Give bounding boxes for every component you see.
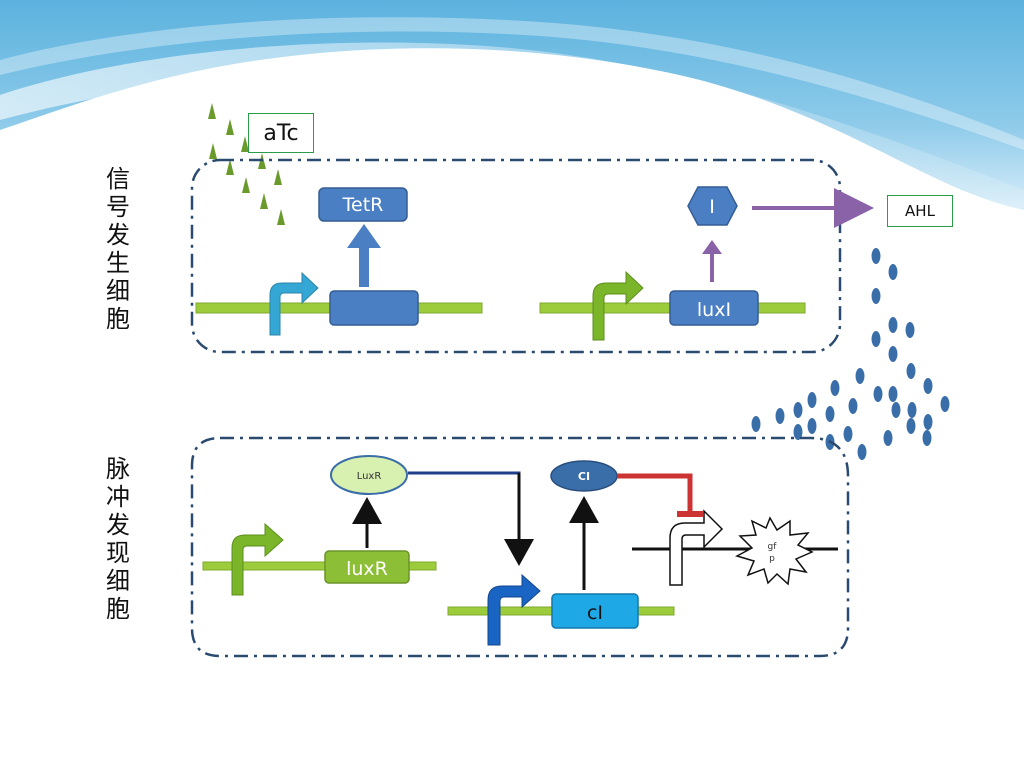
tetr-construct: TetR: [195, 187, 483, 336]
gfp-label-line1: gf: [768, 542, 778, 552]
ahl-molecule-icon: [888, 317, 898, 333]
ahl-molecule-icon: [871, 288, 881, 304]
sender-cell-label: 信号发生细胞: [106, 165, 130, 333]
atc-molecule-icon: [226, 159, 234, 175]
background-wave: [0, 0, 1024, 215]
ahl-molecule-icon: [830, 380, 840, 396]
luxr-gene-box: [324, 550, 410, 584]
atc-molecule-icon: [226, 119, 234, 135]
ahl-molecule-icon: [906, 363, 916, 379]
luxi-gene-box: [669, 290, 759, 326]
ahl-molecule-icon: [775, 408, 785, 424]
gfp-construct: gf p: [632, 509, 838, 586]
atc-molecule-icon: [208, 103, 216, 119]
ahl-molecule-icon: [923, 414, 933, 430]
ahl-molecule-icon: [871, 248, 881, 264]
ahl-molecule-icon: [873, 386, 883, 402]
ahl-molecule-icon: [793, 402, 803, 418]
gfp-label-line2: p: [769, 554, 775, 564]
promoter-arrow-icon: [592, 270, 644, 341]
luxi-construct: luxI I: [539, 186, 874, 341]
ahl-molecules: [751, 248, 950, 460]
atc-molecule-icon: [241, 136, 249, 152]
ci-gene-box: [551, 593, 639, 629]
tetr-protein-box: [318, 187, 408, 222]
promoter-arrow-icon: [487, 573, 541, 646]
ahl-molecule-icon: [883, 430, 893, 446]
ci-gene-label: cI: [587, 602, 603, 624]
pulse-cell-label: 脉冲发现细胞: [106, 455, 130, 623]
ahl-molecule-icon: [807, 418, 817, 434]
ahl-molecule-icon: [855, 368, 865, 384]
repression-bar-icon: [677, 511, 703, 517]
promoter-arrow-icon: [269, 271, 319, 336]
ahl-molecule-icon: [907, 402, 917, 418]
dna-backbone: [202, 561, 437, 571]
atc-molecule-icon: [274, 169, 282, 185]
i-label: I: [709, 196, 715, 218]
ahl-molecule-icon: [888, 386, 898, 402]
ahl-molecule-icon: [825, 406, 835, 422]
ahl-molecule-icon: [891, 402, 901, 418]
ahl-molecule-icon: [793, 424, 803, 440]
luxr-gene-label: luxR: [346, 558, 388, 580]
luxr-protein-ellipse: [330, 455, 408, 495]
luxi-label: luxI: [697, 299, 731, 321]
expression-arrow-icon: [702, 240, 722, 254]
atc-molecule-icon: [260, 193, 268, 209]
ahl-molecule-icon: [888, 346, 898, 362]
ahl-molecule-icon: [906, 418, 916, 434]
ahl-molecule-icon: [922, 430, 932, 446]
luxr-protein-label: LuxR: [357, 471, 382, 482]
tetr-label: TetR: [342, 194, 384, 216]
ahl-molecule-icon: [857, 444, 867, 460]
promoter-arrow-icon: [231, 522, 284, 596]
ahl-molecule-icon: [843, 426, 853, 442]
atc-molecule-icon: [209, 143, 217, 159]
gfp-burst-icon: [735, 516, 814, 586]
atc-label: aTc: [248, 113, 314, 153]
ahl-molecule-icon: [871, 331, 881, 347]
pulse-cell-frame: [190, 436, 850, 658]
tetr-gene-box: [329, 290, 419, 326]
luxi-protein-hexagon: [687, 186, 738, 226]
ci-construct: cI CI: [447, 460, 703, 646]
repression-line: [617, 473, 693, 513]
atc-molecule-icon: [242, 177, 250, 193]
expression-arrow-icon: [347, 224, 381, 287]
luxr-construct: luxR LuxR: [202, 455, 534, 596]
atc-molecule-icon: [277, 209, 285, 225]
ci-protein-label: CI: [578, 470, 590, 483]
ahl-molecule-icon: [905, 322, 915, 338]
ahl-molecule-icon: [888, 264, 898, 280]
ahl-molecule-icon: [940, 396, 950, 412]
ahl-molecule-icon: [848, 398, 858, 414]
ahl-molecule-icon: [807, 392, 817, 408]
ahl-molecule-icon: [923, 378, 933, 394]
sender-cell-frame: [190, 158, 842, 354]
ahl-molecule-icon: [751, 416, 761, 432]
promoter-arrow-icon: [669, 509, 724, 586]
ahl-label: AHL: [887, 195, 953, 227]
